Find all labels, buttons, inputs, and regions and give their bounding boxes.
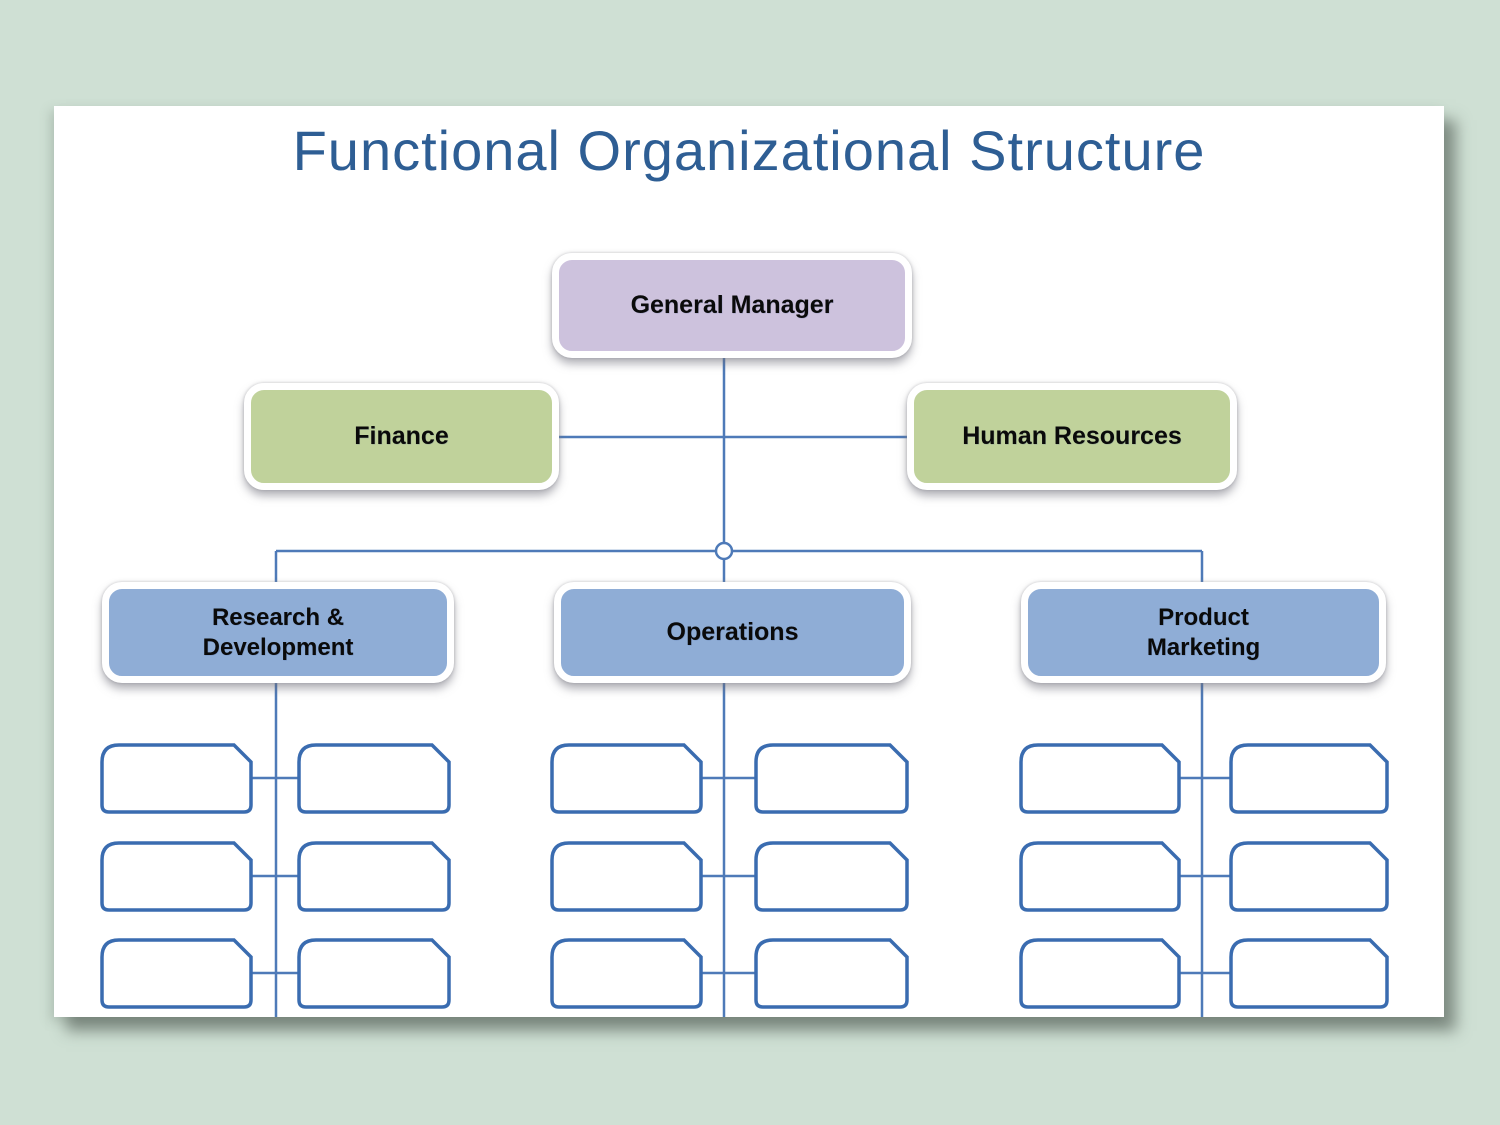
node-general-manager: General Manager <box>552 253 912 358</box>
node-human-resources: Human Resources <box>907 383 1237 490</box>
placeholder-box <box>1229 841 1389 912</box>
placeholder-box <box>754 841 909 912</box>
node-finance-label: Finance <box>354 421 449 450</box>
connector-lines <box>251 356 1231 1017</box>
node-product-marketing-label: Product Marketing <box>1146 603 1261 661</box>
placeholder-box <box>100 841 253 912</box>
placeholder-box <box>550 841 703 912</box>
placeholder-box <box>1229 743 1389 814</box>
node-human-resources-label: Human Resources <box>962 421 1182 450</box>
placeholder-box <box>100 743 253 814</box>
node-research-development: Research & Development <box>102 582 454 683</box>
junction-dot <box>714 541 734 561</box>
diagram-title: Functional Organizational Structure <box>292 119 1206 182</box>
placeholder-boxes <box>100 743 1389 1009</box>
connector-overlay <box>100 356 1389 1017</box>
placeholder-box <box>1229 938 1389 1009</box>
placeholder-box <box>1019 841 1181 912</box>
placeholder-box <box>297 841 451 912</box>
node-operations-label: Operations <box>666 617 799 646</box>
placeholder-box <box>297 938 451 1009</box>
node-general-manager-label: General Manager <box>630 290 834 319</box>
placeholder-box <box>550 938 703 1009</box>
placeholder-box <box>100 938 253 1009</box>
node-research-development-label: Research & Development <box>202 603 354 661</box>
placeholder-box <box>1019 938 1181 1009</box>
slide-page: Functional Organizational Structure <box>54 106 1444 1017</box>
placeholder-box <box>1019 743 1181 814</box>
node-product-marketing: Product Marketing <box>1021 582 1386 683</box>
placeholder-box <box>297 743 451 814</box>
node-finance: Finance <box>244 383 559 490</box>
placeholder-box <box>550 743 703 814</box>
placeholder-box <box>754 938 909 1009</box>
placeholder-box <box>754 743 909 814</box>
node-operations: Operations <box>554 582 911 683</box>
